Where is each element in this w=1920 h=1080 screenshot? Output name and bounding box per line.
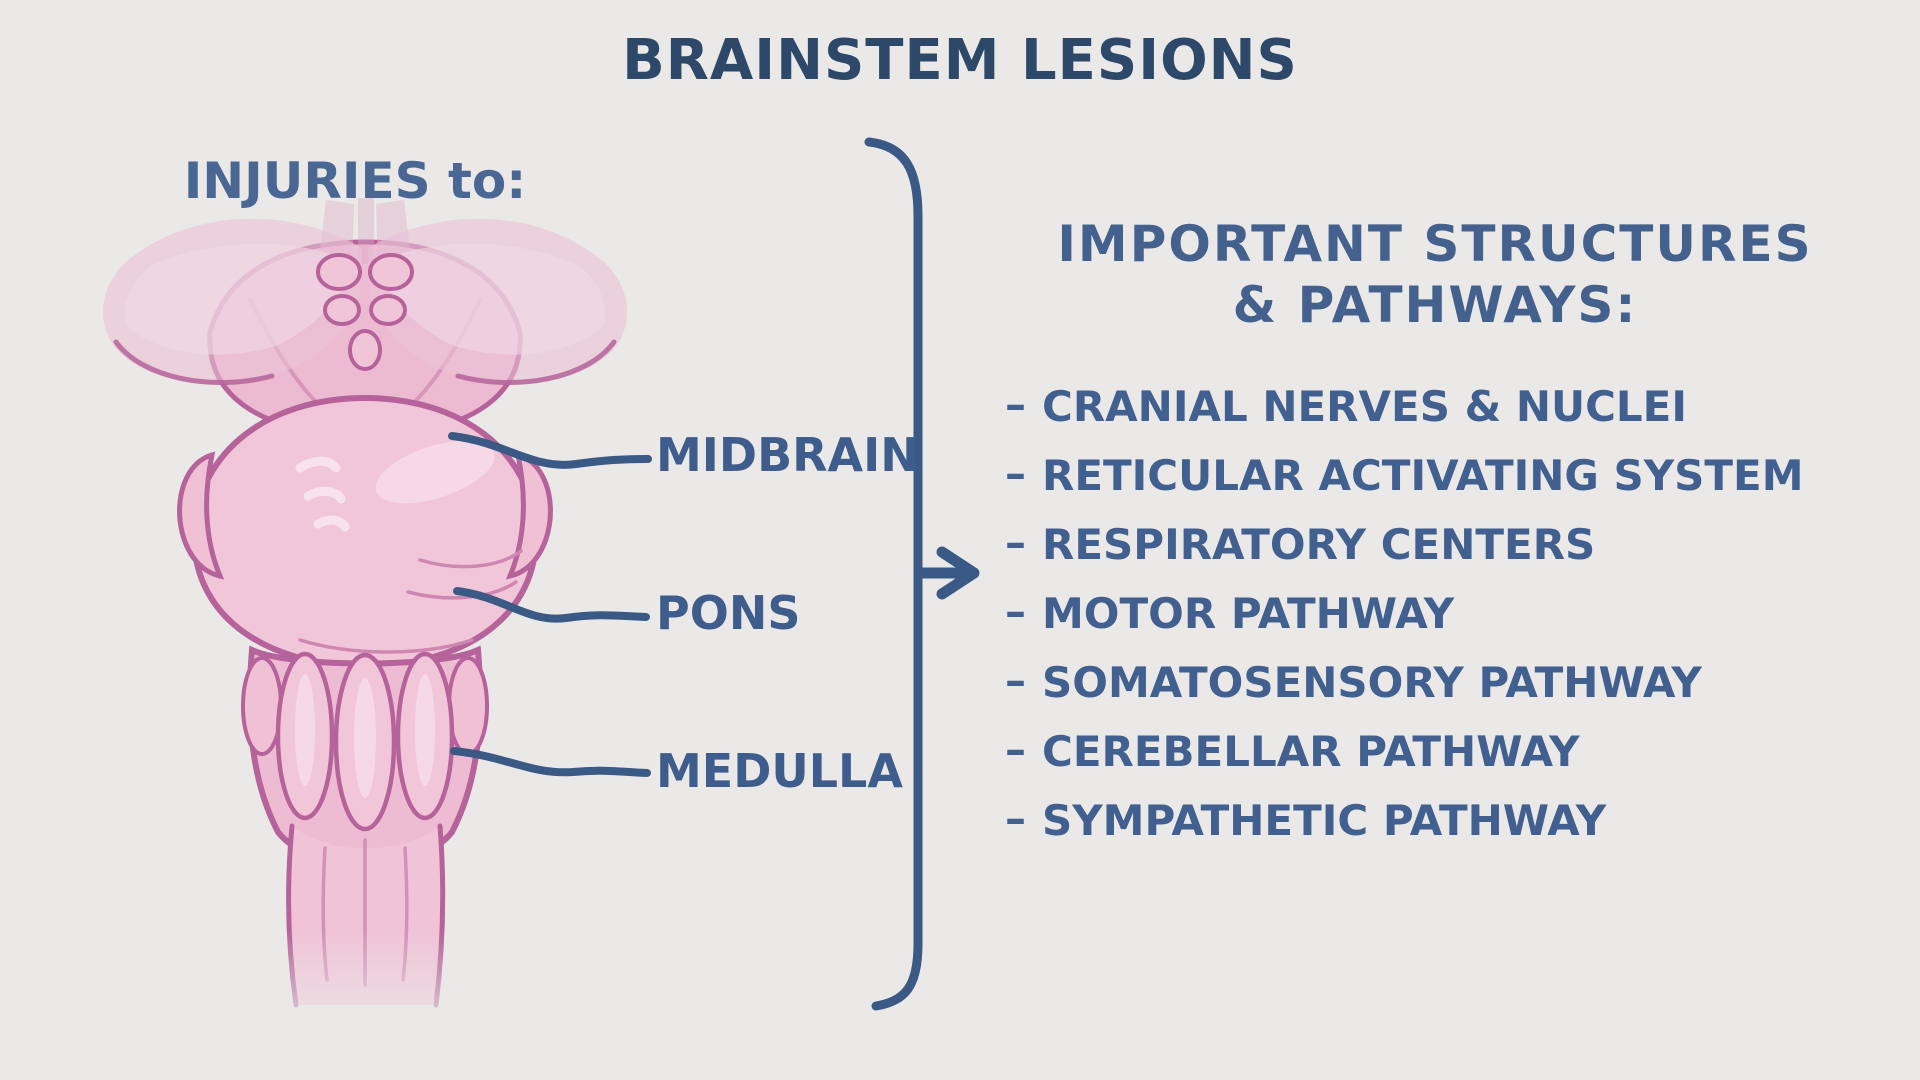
list-item-label: MOTOR PATHWAY [1042,589,1455,638]
list-item-label: SOMATOSENSORY PATHWAY [1042,658,1702,707]
dash-bullet: – [1005,587,1026,636]
list-item-label: RESPIRATORY CENTERS [1042,520,1596,569]
page-title: BRAINSTEM LESIONS [622,28,1298,93]
list-item-cerebellar-pathway: – CEREBELLAR PATHWAY [1005,717,1804,786]
list-item-label: SYMPATHETIC PATHWAY [1042,796,1607,845]
list-item-label: CRANIAL NERVES & NUCLEI [1042,382,1687,431]
list-item-cranial-nerves: – CRANIAL NERVES & NUCLEI [1005,372,1804,441]
pons-shape [190,394,540,671]
dash-bullet: – [1005,380,1026,429]
pathways-heading-line1: IMPORTANT STRUCTURES [1057,215,1813,273]
label-midbrain: MIDBRAIN [656,428,919,482]
list-item-somatosensory-pathway: – SOMATOSENSORY PATHWAY [1005,648,1804,717]
list-item-sympathetic-pathway: – SYMPATHETIC PATHWAY [1005,786,1804,855]
leader-line-medulla [450,747,651,777]
bracket-curve [864,137,923,1011]
dash-bullet: – [1005,449,1026,498]
leader-line-midbrain [448,432,652,469]
label-medulla: MEDULLA [656,744,903,798]
leader-line-pons [453,587,650,623]
right-arrow-icon [914,546,980,600]
leader-lines [448,432,652,777]
list-item-respiratory-centers: – RESPIRATORY CENTERS [1005,510,1804,579]
pathways-list: – CRANIAL NERVES & NUCLEI – RETICULAR AC… [1005,372,1804,855]
dash-bullet: – [1005,725,1026,774]
list-item-reticular-activating-system: – RETICULAR ACTIVATING SYSTEM [1005,441,1804,510]
brainstem-illustration [102,198,628,1070]
list-item-label: CEREBELLAR PATHWAY [1042,727,1580,776]
pathways-heading: IMPORTANT STRUCTURES & PATHWAYS: [1040,214,1830,336]
injuries-heading: INJURIES to: [183,152,527,210]
list-item-label: RETICULAR ACTIVATING SYSTEM [1042,451,1804,500]
dash-bullet: – [1005,794,1026,843]
dash-bullet: – [1005,518,1026,567]
colliculi-shapes [316,253,414,371]
pathways-heading-line2: & PATHWAYS: [1232,276,1638,334]
dash-bullet: – [1005,656,1026,705]
list-item-motor-pathway: – MOTOR PATHWAY [1005,579,1804,648]
label-pons: PONS [656,586,801,640]
grouping-bracket [864,137,980,1011]
